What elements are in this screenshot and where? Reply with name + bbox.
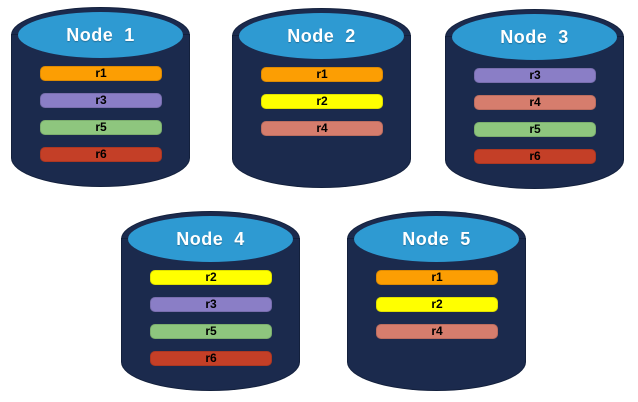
cylinder-top-face: Node 3 (452, 14, 617, 60)
replica-bar-r6: r6 (474, 149, 596, 164)
replica-bar-r1: r1 (376, 270, 498, 285)
replica-bar-r2: r2 (150, 270, 272, 285)
cylinder-top-face: Node 5 (354, 216, 519, 262)
node-5-title: Node 5 (402, 228, 471, 249)
node-5-replica-list: r1 r2 r4 (376, 270, 498, 339)
node-3-title: Node 3 (500, 26, 569, 47)
replica-bar-r4: r4 (376, 324, 498, 339)
replica-bar-r1: r1 (40, 66, 162, 81)
node-1-title: Node 1 (66, 24, 135, 45)
replica-bar-r5: r5 (150, 324, 272, 339)
node-2-title: Node 2 (287, 25, 356, 46)
node-4-title: Node 4 (176, 228, 245, 249)
node-3-replica-list: r3 r4 r5 r6 (474, 68, 596, 164)
cylinder-top-face: Node 4 (128, 216, 293, 262)
cylinder-body (233, 36, 410, 187)
replica-bar-r3: r3 (40, 93, 162, 108)
replica-bar-r2: r2 (261, 94, 383, 109)
replica-bar-r1: r1 (261, 67, 383, 82)
replica-bar-r2: r2 (376, 297, 498, 312)
cylinder-top-face: Node 1 (18, 12, 183, 58)
node-1-replica-list: r1 r3 r5 r6 (40, 66, 162, 162)
node-4-cylinder: Node 4 r2 r3 r5 r6 (122, 212, 299, 390)
node-2-cylinder: Node 2 r1 r2 r4 (233, 9, 410, 187)
node-2-replica-list: r1 r2 r4 (261, 67, 383, 136)
replica-bar-r4: r4 (261, 121, 383, 136)
node-1-cylinder: Node 1 r1 r3 r5 r6 (12, 8, 189, 186)
replica-bar-r3: r3 (150, 297, 272, 312)
node-5-cylinder: Node 5 r1 r2 r4 (348, 212, 525, 390)
replica-bar-r5: r5 (40, 120, 162, 135)
replica-bar-r3: r3 (474, 68, 596, 83)
replica-bar-r6: r6 (40, 147, 162, 162)
replica-bar-r5: r5 (474, 122, 596, 137)
node-3-cylinder: Node 3 r3 r4 r5 r6 (446, 10, 623, 188)
cylinder-body (348, 239, 525, 390)
cylinder-top-face: Node 2 (239, 13, 404, 59)
replica-bar-r4: r4 (474, 95, 596, 110)
replica-bar-r6: r6 (150, 351, 272, 366)
node-4-replica-list: r2 r3 r5 r6 (150, 270, 272, 366)
